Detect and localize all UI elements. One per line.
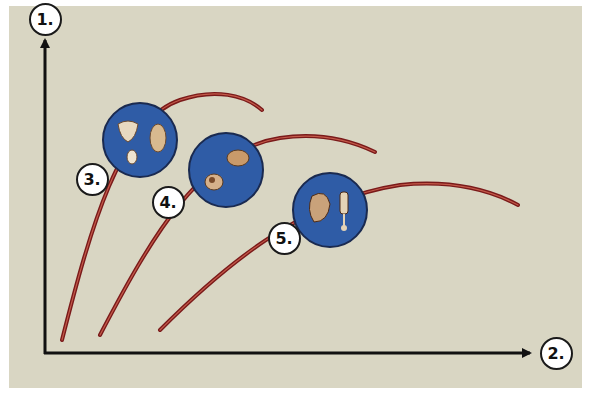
stage-circle-5 — [293, 173, 367, 247]
stage-circle-4 — [189, 133, 263, 207]
callout-number: 5. — [268, 222, 301, 255]
growth-curves — [62, 94, 518, 340]
chart-ground — [9, 6, 582, 388]
callout-number: 2. — [540, 337, 573, 370]
callout-number: 4. — [152, 186, 185, 219]
y-axis — [44, 40, 47, 354]
callout-number: 3. — [76, 163, 109, 196]
stage-circle-3 — [103, 103, 177, 177]
callout-number: 1. — [29, 3, 62, 36]
x-axis — [44, 352, 530, 355]
